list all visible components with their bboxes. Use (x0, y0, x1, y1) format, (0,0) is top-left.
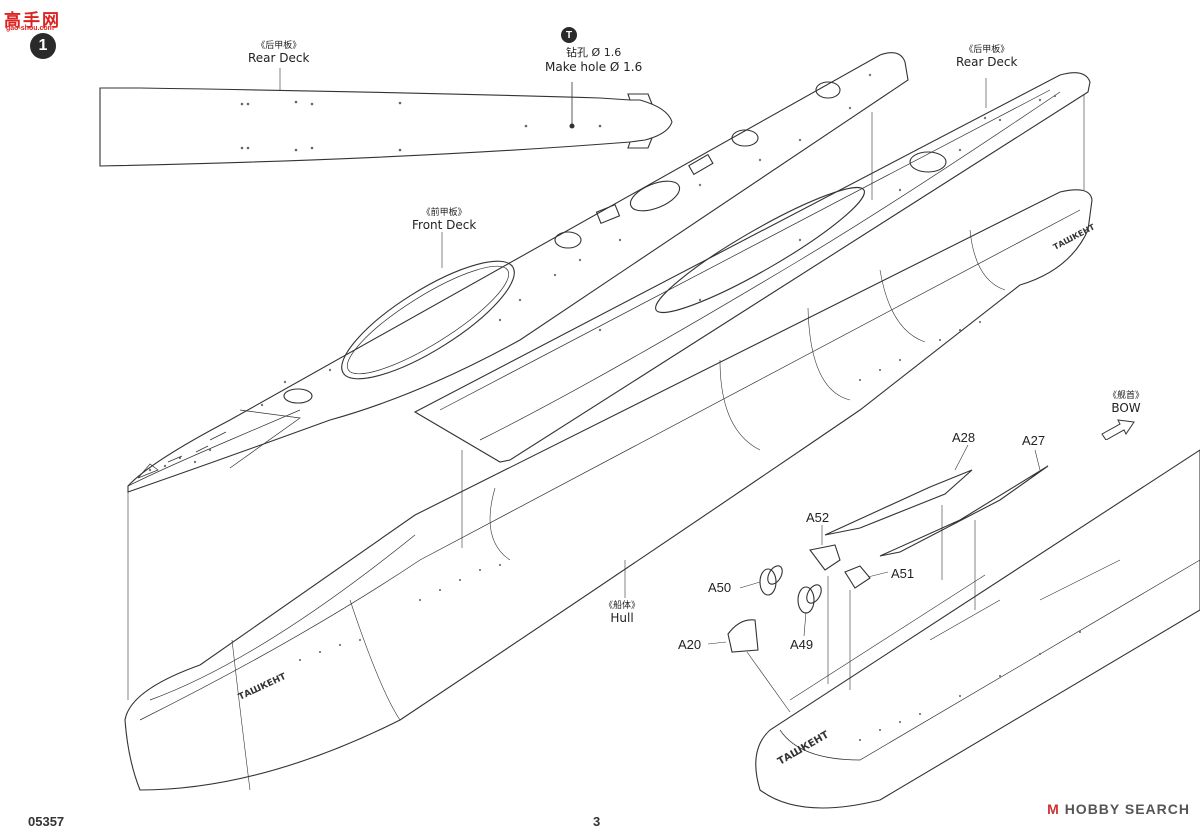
page-number: 3 (593, 814, 601, 829)
hull-part (124, 189, 1093, 791)
rear-deck-left-en: Rear Deck (248, 51, 310, 65)
site-logo-text: 高手网 (4, 11, 61, 30)
hull-label: 《船体》 Hull (604, 598, 640, 625)
hull-en: Hull (610, 611, 634, 625)
watermark: M HOBBY SEARCH (1047, 801, 1190, 817)
shaft-bracket-a51 (844, 565, 871, 589)
front-deck-label: 《前甲板》 Front Deck (412, 205, 476, 232)
bow-label: 《舰首》 BOW (1108, 388, 1144, 415)
rear-deck-right-label: 《后甲板》 Rear Deck (956, 42, 1017, 69)
rear-deck-left-part (99, 87, 673, 167)
part-label-a51: A51 (891, 566, 915, 581)
kit-number: 05357 (28, 814, 65, 829)
shaft-a28 (824, 469, 973, 536)
stern-detail-part (755, 449, 1200, 809)
part-label-a27: A27 (1022, 433, 1046, 448)
front-deck-part (127, 52, 909, 493)
rear-deck-right-cn: 《后甲板》 (964, 45, 1010, 55)
bow-direction-arrow-icon (1101, 419, 1135, 440)
watermark-prefix: M (1047, 801, 1060, 817)
drill-note-en: Make hole Ø 1.6 (545, 60, 643, 74)
propeller-a50 (759, 565, 783, 596)
rear-deck-right-en: Rear Deck (956, 55, 1018, 69)
drill-note: 钻孔 Ø 1.6 Make hole Ø 1.6 (545, 44, 642, 74)
propeller-a49 (797, 584, 822, 614)
front-deck-en: Front Deck (412, 218, 477, 232)
part-label-a49: A49 (790, 637, 814, 652)
shaft-a27 (879, 465, 1049, 557)
hull-name-bow: ТАШКЕНТ (237, 672, 289, 703)
bow-cn: 《舰首》 (1108, 391, 1145, 401)
rear-deck-left-label: 《后甲板》 Rear Deck (248, 38, 309, 65)
part-label-a50: A50 (708, 580, 732, 595)
rudder-a20 (727, 619, 759, 653)
bow-en: BOW (1111, 401, 1141, 415)
part-label-a28: A28 (952, 430, 976, 445)
site-logo-sub: gao-shou.com (6, 25, 54, 32)
hull-name-top: ТАШКЕНТ (1052, 222, 1097, 252)
rear-deck-left-cn: 《后甲板》 (256, 41, 302, 51)
site-logo: 高手网 (4, 6, 61, 31)
drill-note-cn: 钻孔 Ø 1.6 (566, 46, 622, 59)
part-label-a20: A20 (678, 637, 702, 652)
drill-tool-icon: T (561, 27, 577, 43)
shaft-bracket-a52 (809, 544, 841, 571)
rear-deck-right-part (413, 72, 1091, 463)
step-number-badge: 1 (30, 33, 56, 59)
watermark-text: HOBBY SEARCH (1064, 801, 1190, 817)
front-deck-cn: 《前甲板》 (421, 208, 467, 218)
part-label-a52: A52 (806, 510, 830, 525)
hull-cn: 《船体》 (604, 601, 641, 611)
